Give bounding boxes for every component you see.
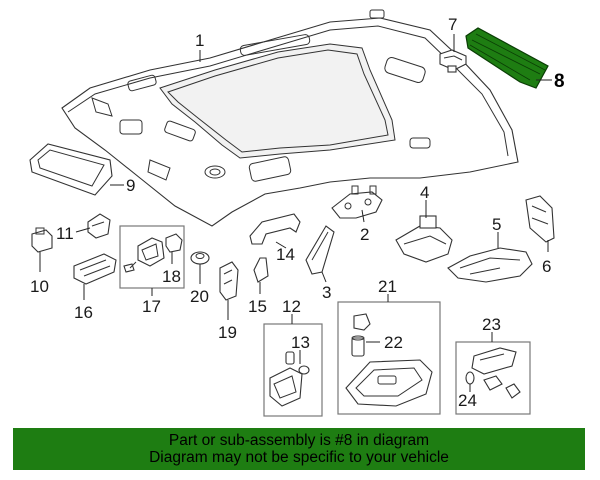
hook-part-15[interactable] — [253, 257, 269, 283]
side-piece-part-6[interactable] — [525, 195, 555, 243]
callout-7[interactable]: 7 — [448, 15, 457, 34]
assembly-box-23 — [455, 341, 531, 415]
callout-24[interactable]: 24 — [458, 391, 477, 410]
panel-part-5[interactable] — [447, 247, 533, 283]
callout-6[interactable]: 6 — [542, 257, 551, 276]
bracket-part-19[interactable] — [219, 261, 239, 301]
callout-2[interactable]: 2 — [360, 225, 369, 244]
callout-18[interactable]: 18 — [162, 267, 181, 286]
callout-21[interactable]: 21 — [378, 277, 397, 296]
callout-8[interactable]: 8 — [554, 71, 565, 92]
lamp-part-23[interactable] — [471, 347, 521, 399]
callout-1[interactable]: 1 — [195, 31, 204, 50]
callout-20[interactable]: 20 — [190, 287, 209, 306]
bracket-part-2[interactable] — [331, 185, 383, 219]
callout-11[interactable]: 11 — [56, 224, 74, 243]
callout-10[interactable]: 10 — [30, 277, 49, 296]
callout-3[interactable]: 3 — [322, 283, 331, 302]
grab-handle-part-17[interactable] — [123, 237, 165, 273]
switch-part-22[interactable] — [351, 313, 371, 357]
callout-19[interactable]: 19 — [218, 323, 237, 342]
leader-lines — [39, 34, 552, 392]
callout-16[interactable]: 16 — [74, 303, 93, 322]
clip-part-7[interactable] — [439, 49, 467, 73]
holder-part-10[interactable] — [31, 227, 53, 253]
callout-labels: 1 2 3 4 5 6 7 8 9 10 11 12 13 14 15 16 1… — [30, 15, 565, 410]
lamp-part-12[interactable] — [269, 367, 303, 407]
banner-line-1: Part or sub-assembly is #8 in diagram — [168, 432, 430, 449]
callout-17[interactable]: 17 — [142, 297, 161, 316]
plug-part-20[interactable] — [190, 251, 210, 265]
assembly-box-12 — [263, 323, 323, 417]
grab-handle-part-14[interactable] — [249, 213, 301, 245]
bulb-part-13[interactable] — [285, 351, 310, 375]
trim-part-8[interactable] — [465, 27, 549, 89]
callout-23[interactable]: 23 — [482, 315, 501, 334]
assembly-box-21 — [337, 301, 441, 415]
banner-line-2: Diagram may not be specific to your vehi… — [149, 449, 449, 466]
bulb-part-24[interactable] — [465, 371, 475, 385]
info-banner: Part or sub-assembly is #8 in diagram Di… — [13, 428, 585, 470]
lamp-part-16[interactable] — [73, 253, 117, 285]
cover-part-3[interactable] — [305, 225, 335, 275]
callout-22[interactable]: 22 — [384, 333, 403, 352]
overhead-console-part-21[interactable] — [345, 359, 433, 407]
callout-15[interactable]: 15 — [248, 297, 267, 316]
sun-visor-part-9[interactable] — [29, 143, 113, 196]
callout-13[interactable]: 13 — [291, 333, 310, 352]
clip-part-11[interactable] — [87, 213, 111, 239]
headliner-part-1[interactable] — [61, 9, 519, 227]
clip-part-18[interactable] — [165, 233, 183, 253]
callout-12[interactable]: 12 — [282, 297, 301, 316]
callout-5[interactable]: 5 — [492, 215, 501, 234]
callout-9[interactable]: 9 — [126, 176, 135, 195]
callout-14[interactable]: 14 — [276, 245, 295, 264]
bracket-part-4[interactable] — [395, 215, 453, 263]
callout-4[interactable]: 4 — [420, 183, 429, 202]
parts-diagram: 1 2 3 4 5 6 7 8 9 10 11 12 13 14 15 16 1… — [29, 9, 565, 417]
